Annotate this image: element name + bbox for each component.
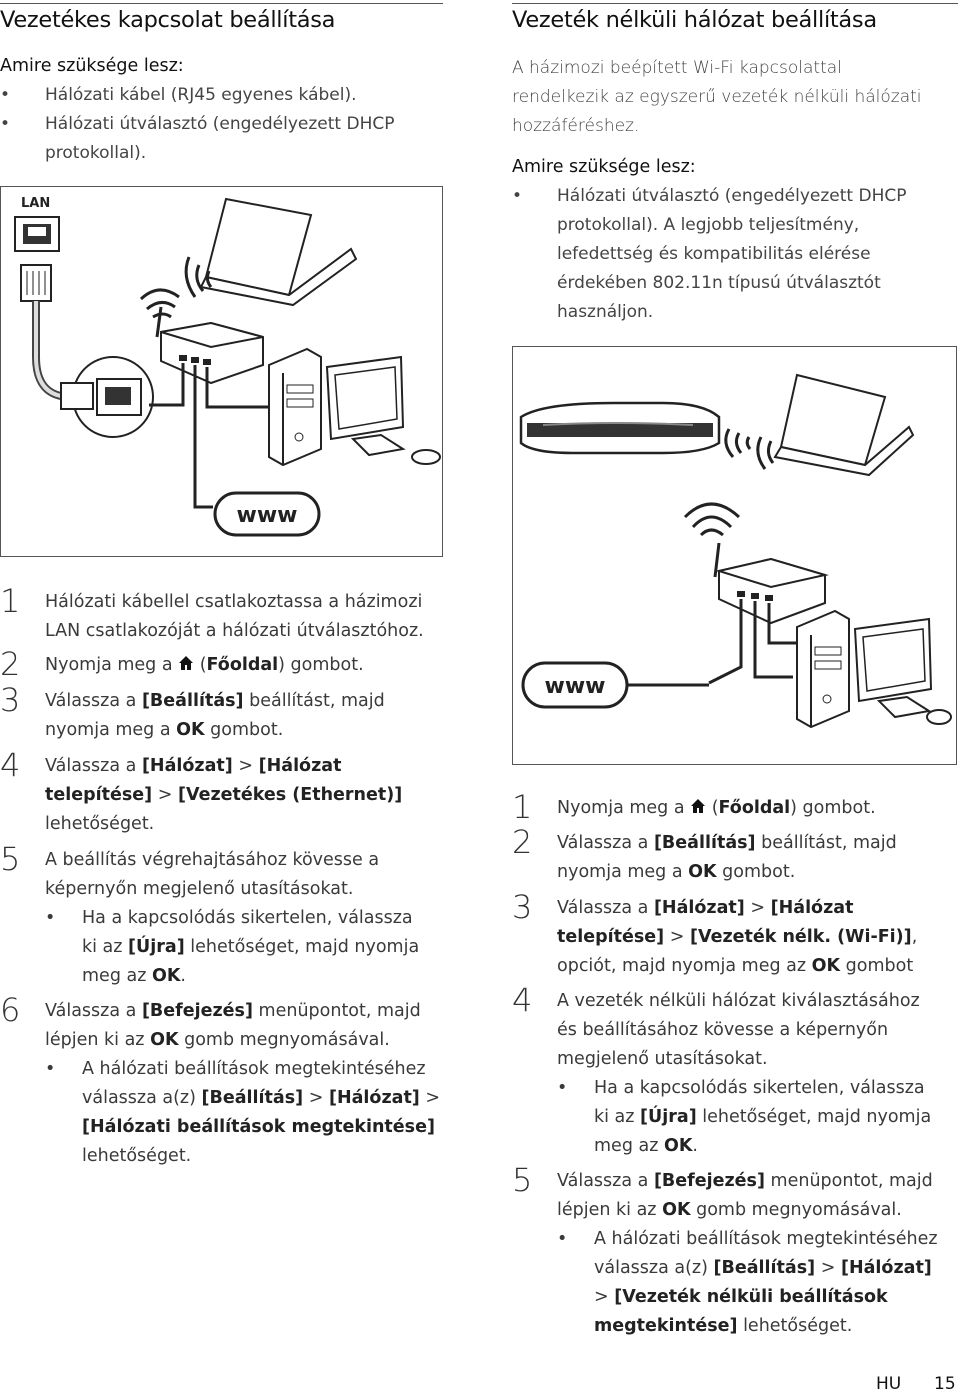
needs-heading: Amire szüksége lesz: (512, 157, 696, 177)
home-icon (178, 652, 194, 670)
footer-language: HU (876, 1374, 902, 1394)
intro-text: A házimozi beépített Wi-Fi kapcsolattal … (512, 58, 922, 136)
www-label: www (545, 674, 606, 699)
wired-diagram: LAN (0, 186, 443, 557)
page-number: 15 (934, 1374, 956, 1394)
wired-network-illustration: LAN (14, 196, 441, 537)
section-rule (512, 3, 958, 4)
wireless-network-illustration: www (519, 373, 952, 729)
home-icon (690, 795, 706, 813)
section-title: Vezeték nélküli hálózat beállítása (512, 7, 877, 33)
section-title: Vezetékes kapcsolat beállítása (0, 7, 336, 33)
wireless-diagram: www (512, 346, 957, 765)
lan-label: LAN (21, 196, 50, 211)
www-label: www (237, 503, 298, 528)
needs-heading: Amire szüksége lesz: (0, 56, 184, 76)
section-rule (0, 3, 443, 4)
